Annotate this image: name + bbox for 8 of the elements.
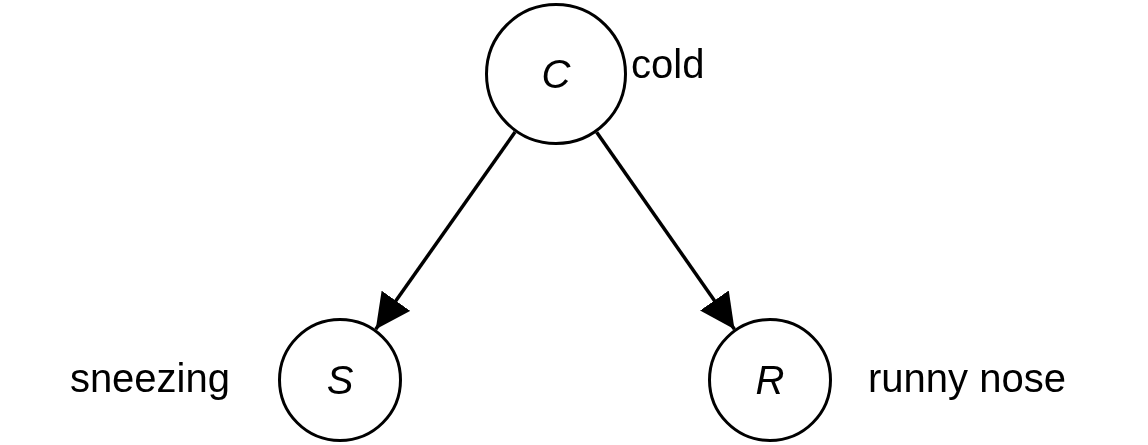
node-caption: cold	[631, 44, 705, 84]
variable-letter: R	[755, 360, 785, 400]
arrow	[374, 131, 517, 331]
node-caption: sneezing	[69, 358, 230, 398]
variable-letter: S	[326, 360, 354, 400]
variable-letter: C	[541, 54, 571, 94]
node-caption: runny nose	[868, 358, 1066, 398]
arrow	[595, 131, 736, 331]
